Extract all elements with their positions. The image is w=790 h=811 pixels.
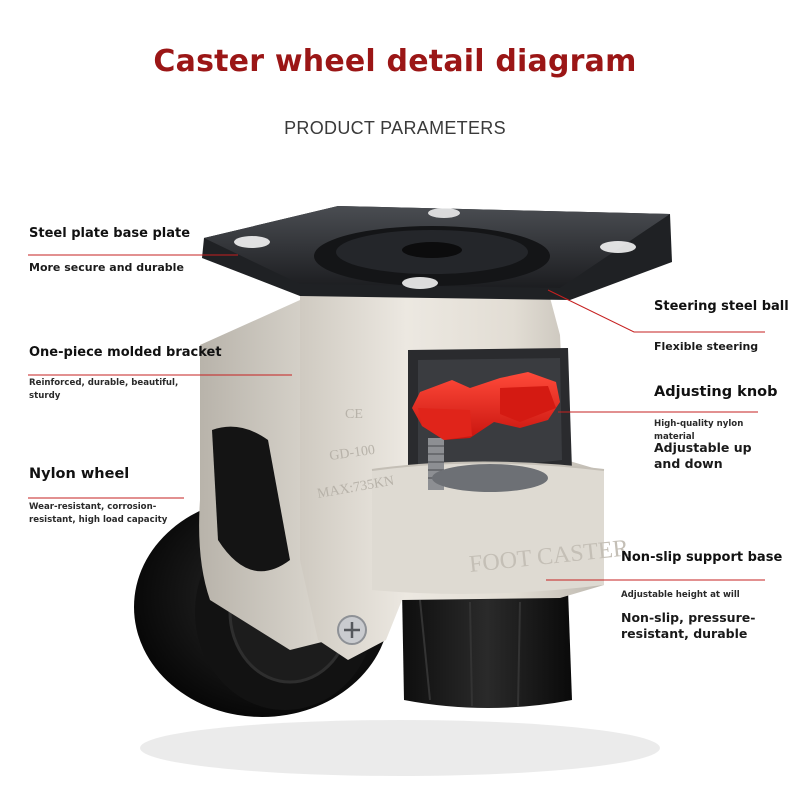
callout-steel-plate-desc: More secure and durable (29, 261, 184, 274)
support-base-foot (402, 590, 572, 708)
axle-screw (337, 615, 367, 645)
callout-adjusting-knob-desc1: High-quality nylon material (654, 419, 744, 442)
marking-model: GD-100 (328, 443, 376, 464)
page-title: Caster wheel detail diagram (153, 44, 637, 79)
callout-adjusting-knob-title: Adjusting knob (654, 384, 778, 400)
marking-ce: CE (345, 407, 363, 422)
callout-support-base-title: Non-slip support base (621, 550, 783, 565)
page-subtitle: PRODUCT PARAMETERS (284, 118, 506, 138)
callout-nylon-wheel-desc: Wear-resistant, corrosion-resistant, hig… (29, 502, 168, 525)
callout-support-base-desc1: Adjustable height at will (621, 590, 740, 600)
callout-steel-plate-title: Steel plate base plate (29, 226, 191, 241)
callout-bracket-title: One-piece molded bracket (29, 345, 222, 360)
callout-steering-ball-title: Steering steel ball (654, 299, 789, 314)
callout-bracket-desc: Reinforced, durable, beautiful, sturdy (29, 378, 179, 401)
callout-adjusting-knob-desc2: Adjustable up and down (654, 440, 752, 471)
steel-base-plate (202, 206, 672, 300)
threaded-stem (428, 438, 548, 492)
callout-steering-ball-desc: Flexible steering (654, 340, 759, 353)
callout-support-base-desc2: Non-slip, pressure-resistant, durable (621, 610, 756, 641)
callout-lines (28, 254, 765, 581)
adjusting-knob (412, 372, 560, 440)
callout-nylon-wheel-title: Nylon wheel (29, 466, 130, 482)
